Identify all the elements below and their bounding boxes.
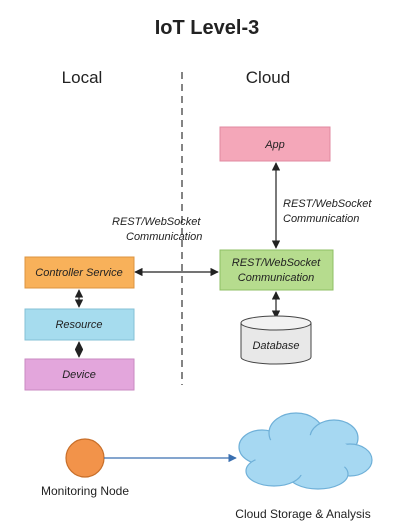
cloud-storage-fill — [254, 435, 354, 475]
cloud-comm-box — [219, 249, 334, 291]
local-link-label-line2: Communication — [126, 231, 202, 243]
monitoring-node-label: Monitoring Node — [41, 484, 129, 498]
app-box — [219, 126, 331, 162]
diagram-title: IoT Level-3 — [155, 17, 259, 39]
device-label: Device — [62, 369, 96, 381]
local-link-label-line1: REST/WebSocket — [112, 216, 201, 228]
controller-service-label: Controller Service — [35, 267, 122, 279]
resource-box — [24, 308, 135, 341]
device-box — [24, 358, 135, 391]
cloud-heading: Cloud — [246, 68, 290, 87]
resource-label: Resource — [55, 319, 102, 331]
monitoring-node-circle — [65, 438, 105, 478]
cloud-comm-label-line1: REST/WebSocket — [232, 257, 321, 269]
database-cylinder — [240, 315, 312, 365]
cloud-storage-label: Cloud Storage & Analysis — [235, 507, 370, 521]
app-link-label-line1: REST/WebSocket — [283, 198, 372, 210]
local-heading: Local — [62, 68, 103, 87]
database-label: Database — [252, 340, 299, 352]
app-label: App — [264, 139, 285, 151]
cloud-comm-label-line2: Communication — [238, 272, 314, 284]
controller-service-box — [24, 256, 135, 289]
app-link-label-line2: Communication — [283, 213, 359, 225]
